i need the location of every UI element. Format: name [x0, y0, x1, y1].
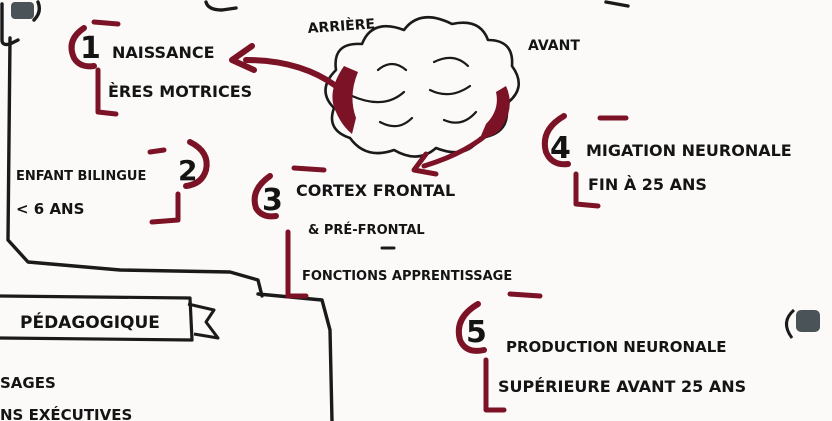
- brain-front-shade: [480, 86, 510, 138]
- item-2-line-2: < 6 ANS: [16, 200, 84, 218]
- marker-square-top: [11, 2, 34, 19]
- item-4-line-2: FIN À 25 ANS: [588, 175, 707, 194]
- item-2: 2 ENFANT BILINGUE < 6 ANS: [16, 139, 210, 225]
- pedagogique-banner: PÉDAGOGIQUE SAGES NS EXÉCUTIVES: [0, 294, 220, 421]
- item-3-line-1: CORTEX FRONTAL: [296, 181, 455, 200]
- banner-line-2: NS EXÉCUTIVES: [0, 405, 132, 421]
- arrow-to-item-1: [229, 43, 339, 89]
- item-4-number-bracket: [541, 113, 571, 168]
- item-4-number: 4: [550, 131, 571, 166]
- arrow-to-item-3: [411, 125, 497, 177]
- brain-drawing: [324, 16, 520, 158]
- marker-square-right: [796, 310, 820, 332]
- item-5-number: 5: [466, 315, 487, 350]
- item-5-line-1: PRODUCTION NEURONALE: [506, 338, 727, 356]
- item-4: 4 MIGATION NEURONALE FIN À 25 ANS: [541, 113, 792, 209]
- item-2-number: 2: [178, 154, 197, 187]
- brain-front-label: AVANT: [528, 38, 580, 54]
- item-4-line-1: MIGATION NEURONALE: [586, 141, 792, 160]
- item-3-line-3: FONCTIONS APPRENTISSAGE: [302, 269, 512, 284]
- brain-back-shade: [332, 66, 358, 134]
- item-2-line-1: ENFANT BILINGUE: [16, 169, 146, 184]
- brain-back-label: ARRIÈRE: [307, 15, 376, 37]
- item-1-line-1: NAISSANCE: [112, 43, 215, 62]
- item-1-number-bracket: [68, 25, 97, 70]
- item-1-line-2: ÈRES MOTRICES: [108, 82, 252, 101]
- item-3-line-2: & PRÉ-FRONTAL: [308, 222, 425, 238]
- item-3: 3 CORTEX FRONTAL & PRÉ-FRONTAL FONCTIONS…: [251, 165, 512, 299]
- item-3-number: 3: [262, 183, 283, 218]
- item-5-line-2: SUPÉRIEURE AVANT 25 ANS: [498, 377, 746, 396]
- banner-label: PÉDAGOGIQUE: [20, 311, 160, 333]
- item-1-number: 1: [80, 31, 101, 66]
- item-2-number-bracket: [183, 139, 210, 189]
- item-5: 5 PRODUCTION NEURONALE SUPÉRIEURE AVANT …: [455, 291, 746, 413]
- item-1: 1 NAISSANCE ÈRES MOTRICES: [68, 19, 252, 117]
- banner-line-1: SAGES: [0, 374, 56, 392]
- item-5-number-bracket: [455, 301, 487, 354]
- marker-square-right-bracket: [785, 308, 796, 339]
- item-3-number-bracket: [251, 173, 279, 220]
